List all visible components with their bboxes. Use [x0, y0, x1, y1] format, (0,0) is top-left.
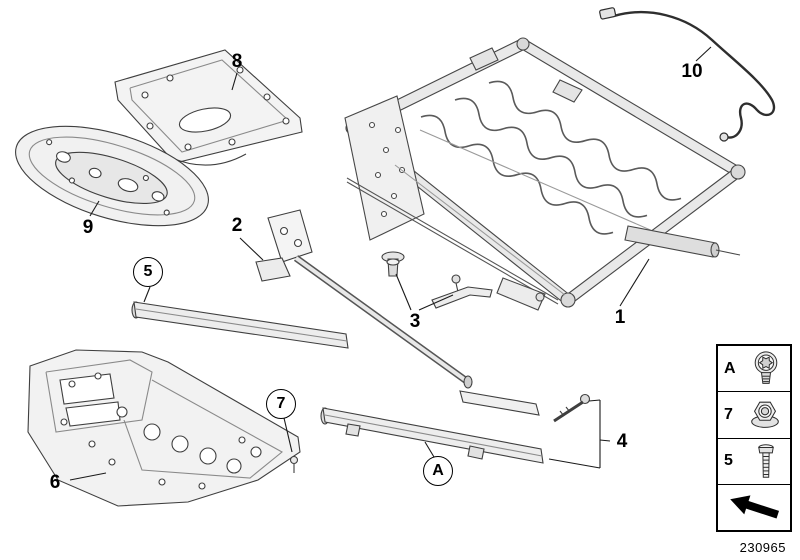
cable-end-fitting [719, 132, 729, 142]
legend-label-5: 5 [724, 452, 733, 470]
callout-6: 6 [49, 472, 61, 493]
part-6-underfloor-panel [27, 349, 301, 507]
legend-row-7: 7 [718, 392, 790, 439]
circled-callout-5: 5 [133, 257, 163, 287]
callout-8: 8 [231, 51, 243, 72]
direction-arrow-icon [730, 495, 780, 519]
callout-10: 10 [681, 61, 703, 82]
callout-3: 3 [409, 311, 421, 332]
callout-1: 1 [614, 307, 626, 328]
cable-connector [599, 7, 617, 20]
part-10-cable [599, 7, 776, 142]
torx-screw-icon [754, 351, 778, 384]
flange-nut-icon [751, 401, 779, 428]
leader-lines [69, 46, 712, 481]
part-4-outer-seat-rail [320, 390, 591, 464]
part-8-bracket-plate [114, 49, 303, 166]
part-2-inner-seat-rail [131, 209, 473, 389]
panel-screw [289, 455, 299, 465]
callout-4: 4 [616, 431, 628, 452]
hex-screw-icon [758, 444, 774, 478]
part-9-trim-panel [15, 125, 209, 227]
legend-row-arrow [718, 485, 790, 530]
legend-label-A: A [724, 359, 736, 377]
callout-2: 2 [231, 215, 243, 236]
rail-bolt-head [579, 393, 591, 405]
seat-springs [420, 80, 682, 235]
part-1-seat-frame [344, 37, 746, 311]
callout-9: 9 [82, 217, 94, 238]
legend-label-7: 7 [724, 405, 733, 423]
drawing-number: 230965 [739, 540, 786, 555]
circled-callout-A: A [423, 456, 453, 486]
fastener-legend: A 7 [716, 344, 792, 532]
circled-callout-7: 7 [266, 389, 296, 419]
part-3-bushing-and-bracket [381, 251, 493, 309]
legend-row-A: A [718, 346, 790, 393]
legend-row-5: 5 [718, 439, 790, 485]
